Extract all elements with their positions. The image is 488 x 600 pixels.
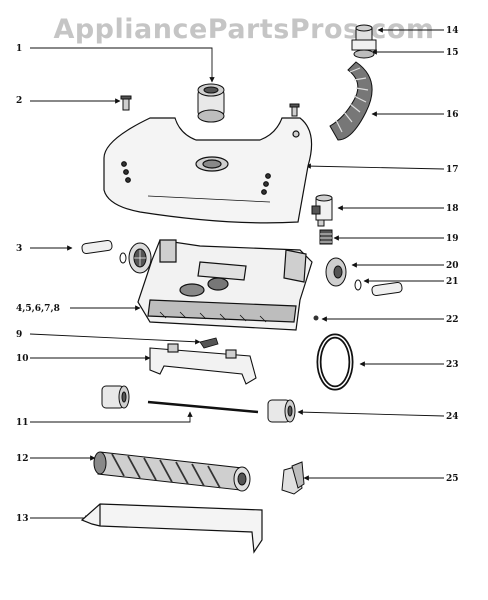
callout-22: 22 — [446, 315, 459, 325]
callout-3: 3 — [16, 244, 23, 254]
part-25-cap — [281, 461, 305, 495]
callout-19: 19 — [446, 234, 459, 244]
callout-17: 17 — [446, 165, 459, 175]
callout-18: 18 — [446, 204, 459, 214]
callout-23: 23 — [446, 360, 459, 370]
leader-24 — [297, 409, 445, 417]
part-21-axle-right — [354, 279, 403, 297]
part-4-8-base — [137, 239, 313, 331]
part-9-clip — [199, 337, 219, 349]
callout-2: 2 — [16, 96, 23, 106]
part-1-coupling — [197, 83, 225, 123]
part-20-wheel — [325, 257, 347, 287]
callout-16: 16 — [446, 110, 459, 120]
part-10-bracket — [149, 343, 257, 385]
leader-lines-right — [297, 27, 445, 481]
part-11-shaft — [147, 400, 259, 414]
part-19-spring — [319, 229, 333, 245]
leader-1 — [30, 47, 215, 83]
part-14-15-connector — [351, 24, 377, 59]
part-12-brush-roll — [93, 451, 251, 492]
leader-lines-left — [29, 47, 215, 521]
callout-14: 14 — [446, 26, 459, 36]
callout-20: 20 — [446, 261, 459, 271]
part-24-end-caps — [101, 385, 296, 423]
leader-11 — [30, 411, 193, 423]
callout-10: 10 — [16, 354, 29, 364]
part-16-hose — [329, 61, 373, 141]
leader-17 — [305, 163, 445, 170]
callout-13: 13 — [16, 514, 29, 524]
callout-4-8: 4,5,6,7,8 — [16, 304, 60, 314]
callout-9: 9 — [16, 330, 23, 340]
callout-11: 11 — [16, 418, 29, 428]
callout-21: 21 — [446, 277, 459, 287]
part-2-screws — [120, 95, 300, 117]
callout-12: 12 — [16, 454, 29, 464]
callout-24: 24 — [446, 412, 459, 422]
callout-15: 15 — [446, 48, 459, 58]
part-22-dot — [313, 315, 319, 321]
callout-25: 25 — [446, 474, 459, 484]
part-3-axle-left — [81, 239, 152, 274]
part-17-hood — [103, 117, 313, 224]
leader-9 — [29, 333, 201, 345]
part-23-belt — [316, 333, 354, 391]
part-13-bumper — [80, 503, 263, 554]
callout-1: 1 — [16, 44, 23, 54]
part-18-valve — [311, 194, 333, 227]
